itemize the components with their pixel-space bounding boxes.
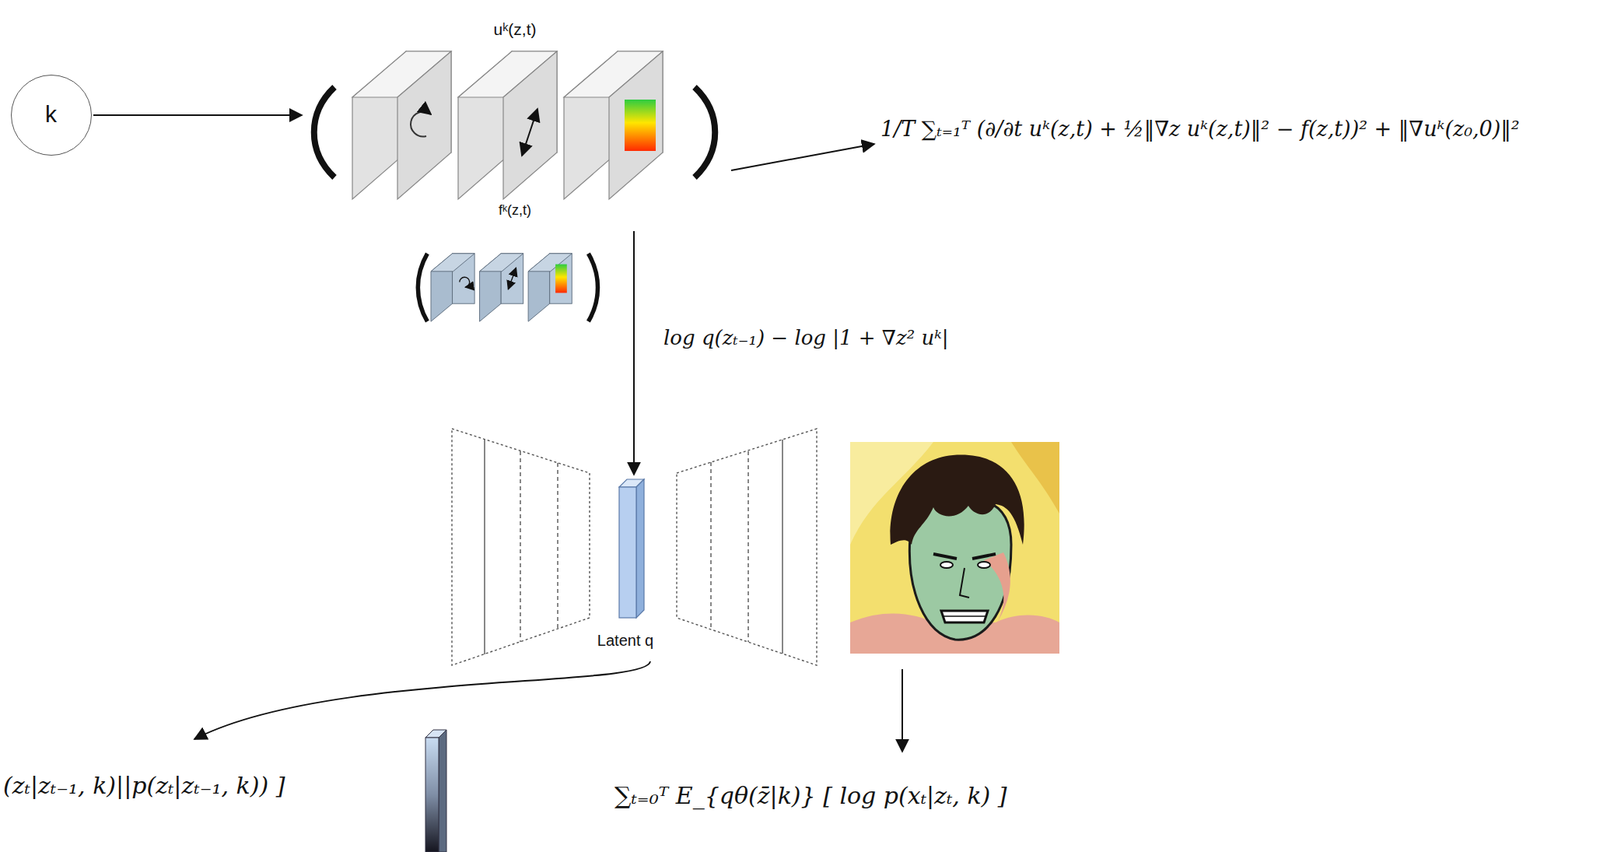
bar-front (619, 486, 637, 618)
node-label: k (45, 101, 57, 128)
field-network-group: uᵏ(z,t) fᵏ(z,t) (303, 7, 720, 230)
connector (633, 231, 635, 475)
field-box (352, 51, 452, 200)
encoder (451, 428, 590, 666)
bracket (694, 87, 715, 178)
bar-side (636, 479, 645, 618)
connector (93, 114, 302, 116)
gradient-bar (425, 729, 447, 852)
small-box-group (417, 253, 598, 322)
latent-vector: Latent q (583, 476, 685, 657)
arrow-line (901, 668, 904, 752)
function-label: uᵏ(z,t) (493, 20, 537, 39)
curved-arrow (194, 661, 651, 739)
function-label: fᵏ(z,t) (498, 202, 532, 219)
bracket (314, 87, 335, 178)
box-stack (303, 7, 720, 230)
field-box (458, 51, 557, 200)
latent-bar (583, 476, 685, 657)
field-box (563, 51, 663, 200)
latent-label: Latent q (597, 631, 654, 650)
comic-face (850, 441, 1060, 654)
box-stack-group (314, 51, 716, 200)
edge-label: log q(zₜ₋₁) − log |1 + ∇z² uᵏ| (661, 325, 950, 350)
arrow-line (731, 143, 875, 171)
formula: (zₜ|zₜ₋₁, k)||p(zₜ|zₜ₋₁, k)) ] (3, 771, 285, 799)
input-circle: k (10, 74, 92, 156)
decoder (676, 428, 817, 666)
formula: 1/T ∑ₜ₌₁ᵀ (∂/∂t uᵏ(z,t) + ½‖∇z uᵏ(z,t)‖²… (880, 116, 1520, 141)
formula: ∑ₜ₌₀ᵀ E_{qθ(z̄|k)} [ log p(xₜ|zₜ, k) ] (614, 781, 1008, 809)
